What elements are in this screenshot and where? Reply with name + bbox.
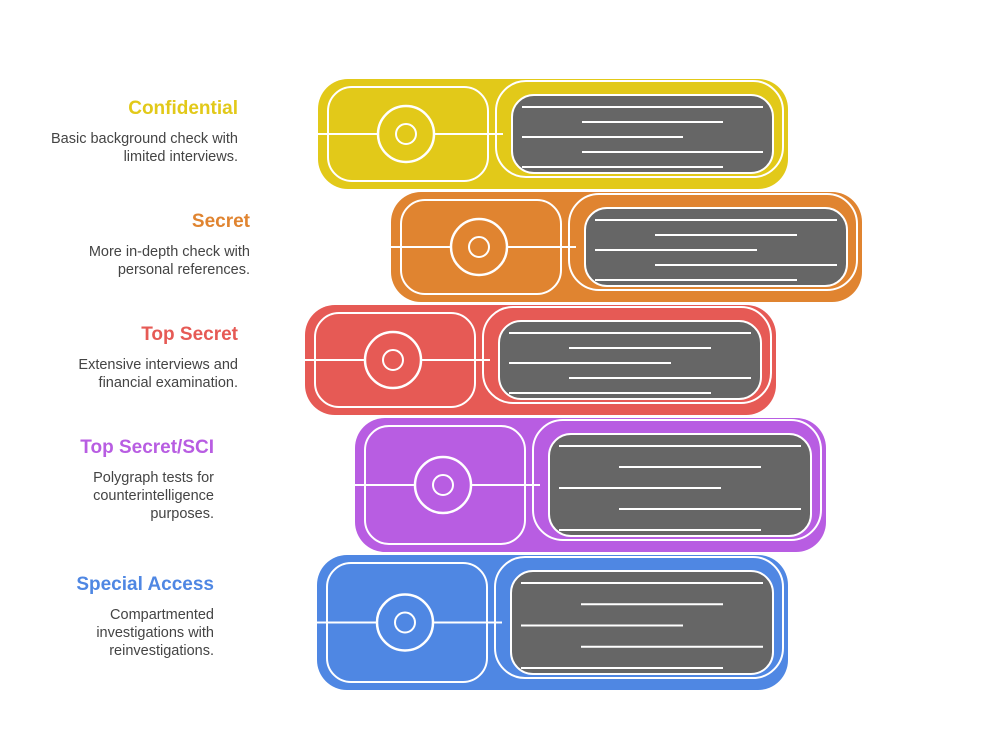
book-pages bbox=[548, 433, 812, 537]
book-pages bbox=[510, 570, 774, 675]
book-3 bbox=[355, 418, 826, 552]
level-title: Top Secret bbox=[141, 324, 238, 345]
book-pages bbox=[584, 207, 848, 287]
level-confidential: Confidential Basic background check with… bbox=[18, 98, 238, 166]
level-special-access: Special Access Compartmented investigati… bbox=[34, 574, 214, 660]
shield-person-icon bbox=[375, 593, 435, 652]
level-description: Compartmented investigations with reinve… bbox=[96, 607, 214, 659]
book-4 bbox=[317, 555, 788, 690]
padlock-icon bbox=[376, 104, 436, 164]
book-pages bbox=[498, 320, 762, 400]
level-description: Polygraph tests for counterintelligence … bbox=[93, 470, 214, 522]
book-0 bbox=[318, 79, 788, 189]
level-title: Top Secret/SCI bbox=[80, 437, 214, 458]
id-badge-icon bbox=[413, 455, 473, 515]
book-pages bbox=[511, 94, 774, 174]
level-description: Extensive interviews and financial exami… bbox=[78, 357, 238, 391]
level-title: Confidential bbox=[128, 98, 238, 119]
level-secret: Secret More in-depth check with personal… bbox=[50, 211, 250, 279]
book-2 bbox=[305, 305, 776, 415]
level-top-secret-sci: Top Secret/SCI Polygraph tests for count… bbox=[34, 437, 214, 523]
level-description: More in-depth check with personal refere… bbox=[88, 244, 250, 278]
level-description: Basic background check with limited inte… bbox=[51, 131, 238, 165]
magnifier-icon bbox=[449, 217, 509, 277]
level-title: Special Access bbox=[76, 574, 214, 595]
safe-icon bbox=[363, 330, 423, 390]
level-top-secret: Top Secret Extensive interviews and fina… bbox=[38, 324, 238, 392]
level-title: Secret bbox=[191, 211, 250, 232]
book-1 bbox=[391, 192, 862, 302]
